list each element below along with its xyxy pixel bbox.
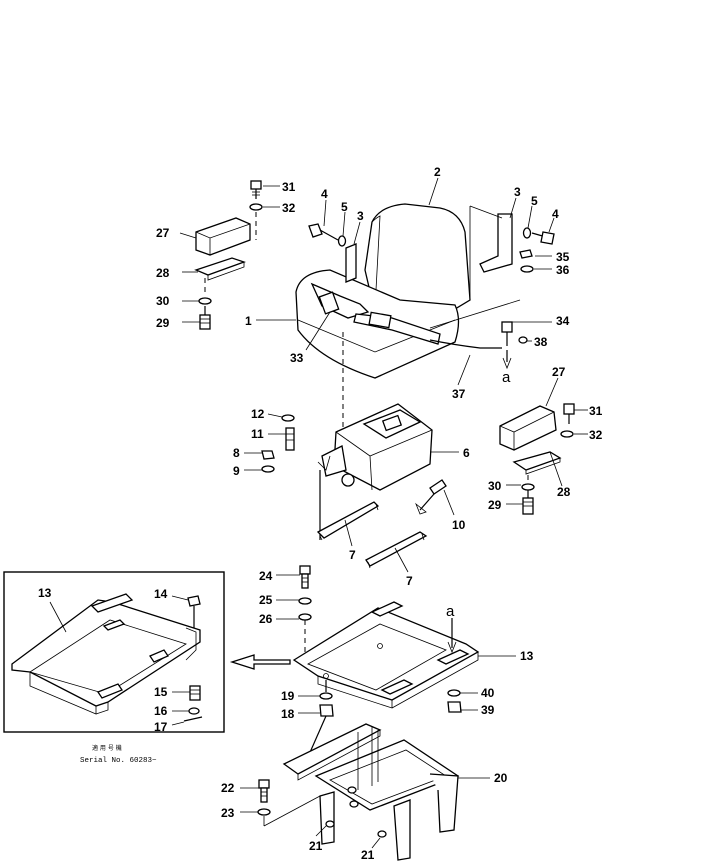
left-armrest-group [179,180,280,330]
callout-14: 14 [154,587,168,601]
callout-29-right: 29 [488,498,502,512]
callout-40: 40 [481,686,495,700]
callout-30-top: 30 [156,294,170,308]
callout-5-right: 5 [531,194,538,208]
callout-21-left: 21 [309,839,323,853]
callout-31-right: 31 [589,404,603,418]
mounting-plate-group [229,565,516,767]
callout-27-right: 27 [552,365,566,379]
callout-7-upper: 7 [349,548,356,562]
callout-8: 8 [233,446,240,460]
callout-1: 1 [245,314,252,328]
callout-31-top: 31 [282,180,296,194]
callout-a-plate: a [446,603,455,620]
callout-15: 15 [154,685,168,699]
callout-33: 33 [290,351,304,365]
callout-4-left: 4 [321,187,328,201]
callout-16: 16 [154,704,168,718]
callout-24: 24 [259,569,273,583]
callout-2: 2 [434,165,441,179]
callout-25: 25 [259,593,273,607]
callout-19: 19 [281,689,295,703]
callout-26: 26 [259,612,273,626]
callout-22: 22 [221,781,235,795]
callout-3-right: 3 [514,185,521,199]
callout-38: 38 [534,335,548,349]
callout-28-top: 28 [156,266,170,280]
seat-group [256,177,555,430]
callout-35: 35 [556,250,570,264]
callout-36: 36 [556,263,570,277]
base-frame-group [240,723,490,861]
callout-labels: 2 3 3 4 4 5 5 31 32 27 28 30 29 1 33 35 … [38,165,603,862]
callout-28-right: 28 [557,485,571,499]
callout-a-top: a [502,369,511,386]
callout-5-left: 5 [341,200,348,214]
callout-18: 18 [281,707,295,721]
callout-3-left: 3 [357,209,364,223]
callout-29-top: 29 [156,316,170,330]
callout-37: 37 [452,387,466,401]
serial-inset-box [3,571,225,733]
suspension-group [244,403,459,573]
callout-4-right: 4 [552,207,559,221]
callout-12: 12 [251,407,265,421]
callout-27-top: 27 [156,226,170,240]
callout-11: 11 [251,427,264,441]
callout-13-main: 13 [520,649,534,663]
callout-10: 10 [452,518,466,532]
callout-39: 39 [481,703,495,717]
callout-7-lower: 7 [406,574,413,588]
callout-23: 23 [221,806,235,820]
callout-13-inset: 13 [38,586,52,600]
callout-6: 6 [463,446,470,460]
callout-34: 34 [556,314,570,328]
callout-21-right: 21 [361,848,375,862]
callout-20: 20 [494,771,508,785]
callout-17: 17 [154,720,168,734]
serial-caption: Serial No. 60283~ [80,757,157,765]
callout-30-right: 30 [488,479,502,493]
serial-caption-jp: 適 用 号 機 [92,744,122,752]
callout-9: 9 [233,464,240,478]
callout-32-top: 32 [282,201,296,215]
right-armrest-group [499,377,588,515]
callout-32-right: 32 [589,428,603,442]
